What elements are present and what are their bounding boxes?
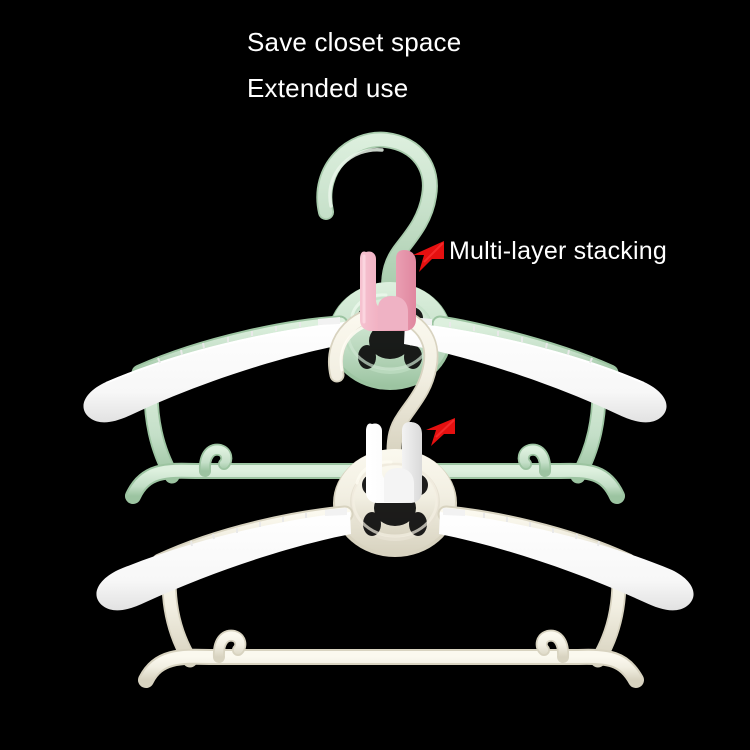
ratchet-teeth [483,513,600,547]
arrow-to-white-clip-icon [426,418,455,446]
lower-hanger-right-extension-arm [439,508,694,611]
arrow-to-pink-clip-icon [413,241,444,272]
ratchet-teeth [190,513,307,547]
ratchet-teeth [157,322,301,364]
lower-hanger-right-notch [535,629,570,663]
lower-hanger-left-notch [212,629,247,663]
ratchet-teeth [449,322,593,364]
white-clip-band [366,422,422,503]
caption-extended-use: Extended use [247,73,409,103]
upper-hanger-left-extension-arm [83,317,346,423]
lower-hanger-bottom-bar [138,629,644,688]
upper-hanger-right-notch [517,443,552,477]
pink-clip-band [360,250,416,331]
caption-multi-layer-stacking: Multi-layer stacking [449,237,667,265]
lower-hanger-left-extension-arm [96,508,351,611]
lower-hanger [96,306,694,688]
upper-hanger-left-notch [198,443,233,477]
caption-save-closet-space: Save closet space [247,27,462,57]
upper-hanger-right-extension-arm [404,317,667,423]
